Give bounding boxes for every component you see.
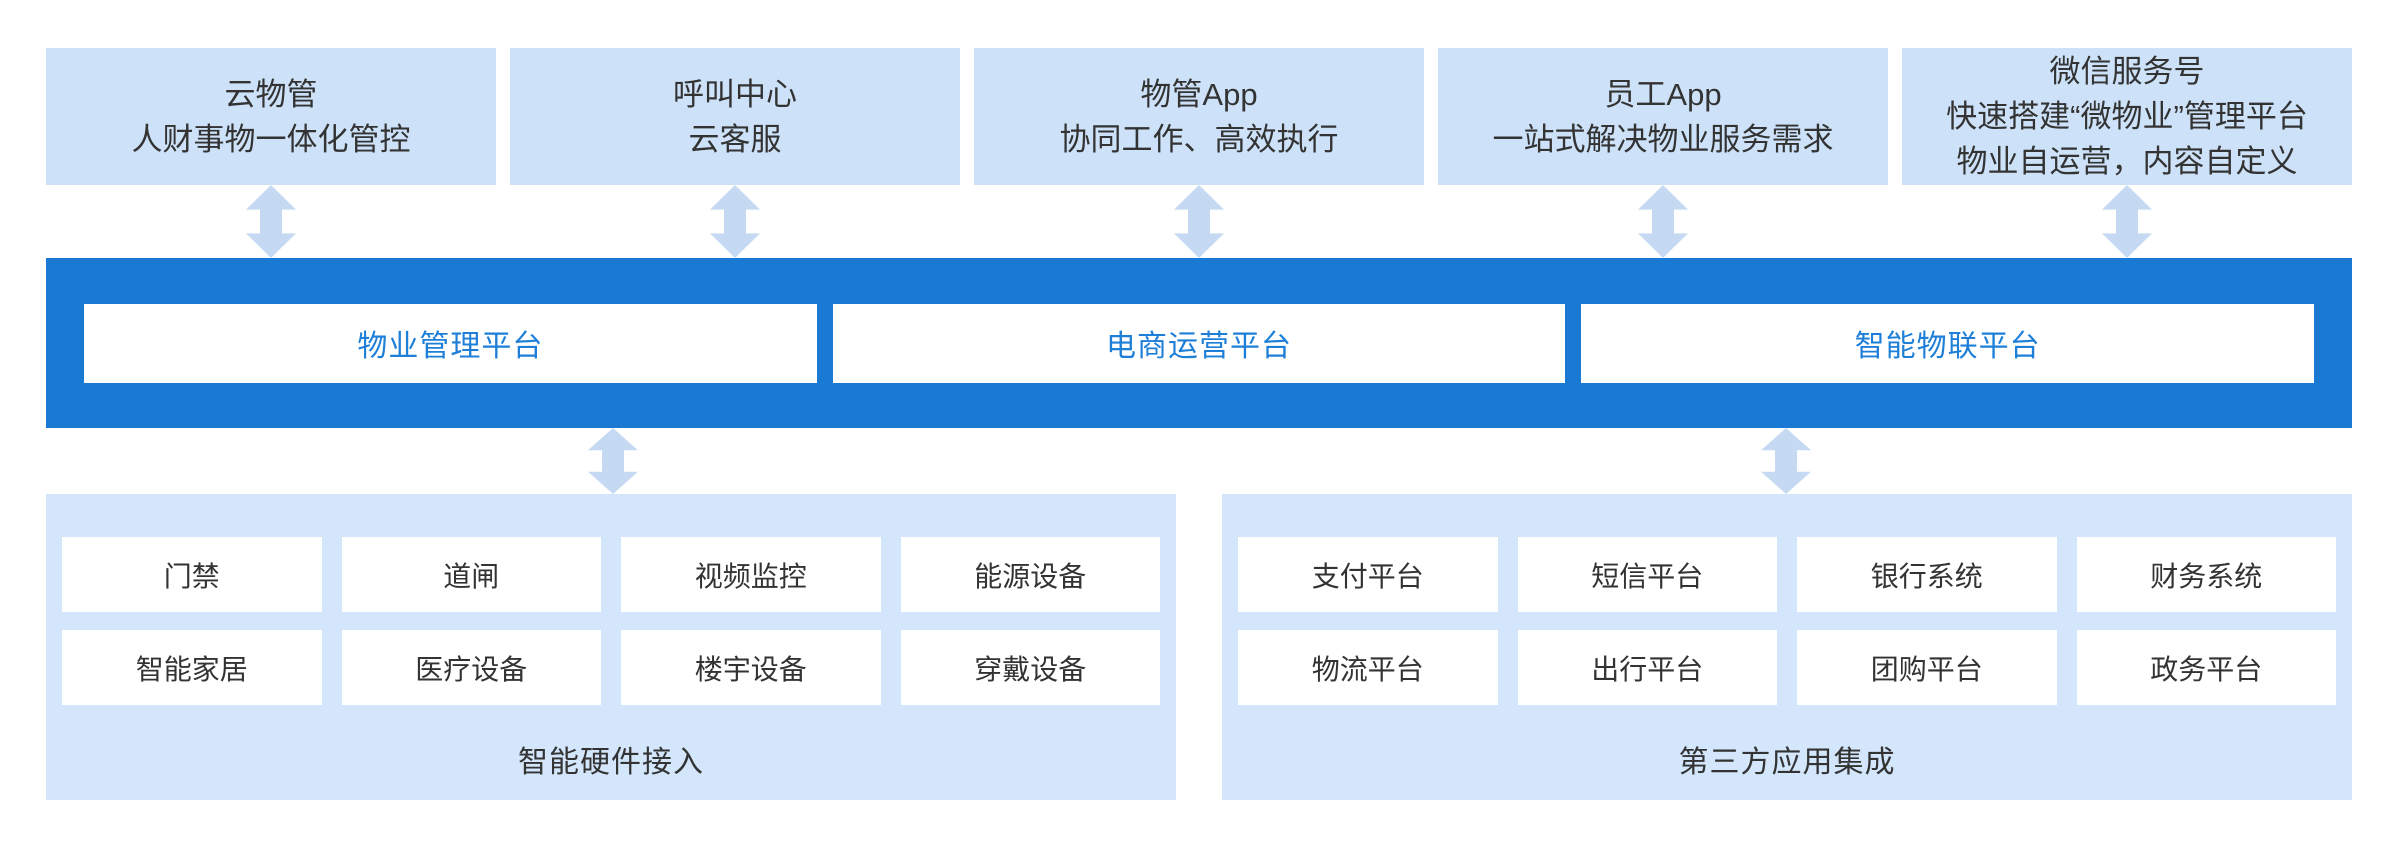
app-box-title: 云物管 bbox=[224, 76, 318, 112]
device-box: 穿戴设备 bbox=[900, 630, 1160, 705]
platform-bar: 物业管理平台 电商运营平台 智能物联平台 bbox=[46, 258, 2352, 428]
double-arrow-icon bbox=[710, 185, 760, 258]
device-box: 政务平台 bbox=[2076, 630, 2336, 705]
section-title: 智能硬件接入 bbox=[518, 746, 704, 779]
device-grid: 支付平台 短信平台 银行系统 财务系统 物流平台 出行平台 团购平台 政务平台 bbox=[1238, 537, 2336, 705]
device-box: 楼宇设备 bbox=[621, 630, 881, 705]
device-box: 出行平台 bbox=[1517, 630, 1777, 705]
app-box-subtitle: 协同工作、高效执行 bbox=[1059, 121, 1339, 157]
app-box-staff-app: 员工App 一站式解决物业服务需求 bbox=[1438, 48, 1888, 185]
double-arrow-icon bbox=[1174, 185, 1224, 258]
app-box-property-app: 物管App 协同工作、高效执行 bbox=[974, 48, 1424, 185]
platform-box-iot: 智能物联平台 bbox=[1581, 303, 2315, 383]
app-box-cloud-property: 云物管 人财事物一体化管控 bbox=[46, 48, 496, 185]
device-box: 短信平台 bbox=[1517, 537, 1777, 612]
double-arrow-icon bbox=[588, 428, 638, 494]
arrow-cell bbox=[974, 185, 1424, 258]
double-arrow-icon bbox=[1638, 185, 1688, 258]
device-box: 支付平台 bbox=[1238, 537, 1498, 612]
section-title: 第三方应用集成 bbox=[1678, 746, 1896, 779]
device-box: 团购平台 bbox=[1797, 630, 2057, 705]
platform-box-ecommerce: 电商运营平台 bbox=[832, 303, 1566, 383]
app-box-call-center: 呼叫中心 云客服 bbox=[510, 48, 960, 185]
app-box-subtitle: 物业自运营，内容自定义 bbox=[1956, 144, 2298, 179]
device-box: 门禁 bbox=[62, 537, 322, 612]
double-arrow-icon bbox=[2102, 185, 2152, 258]
device-box: 银行系统 bbox=[1797, 537, 2057, 612]
app-box-wechat-service: 微信服务号 快速搭建“微物业”管理平台 物业自运营，内容自定义 bbox=[1902, 48, 2352, 185]
top-arrows-row bbox=[46, 185, 2352, 258]
device-box: 能源设备 bbox=[900, 537, 1160, 612]
arrow-cell bbox=[46, 185, 496, 258]
device-box: 物流平台 bbox=[1238, 630, 1498, 705]
device-box: 视频监控 bbox=[621, 537, 881, 612]
platform-label: 电商运营平台 bbox=[1106, 330, 1292, 363]
platform-label: 物业管理平台 bbox=[357, 330, 544, 363]
top-apps-row: 云物管 人财事物一体化管控 呼叫中心 云客服 物管App 协同工作、高效执行 员… bbox=[46, 48, 2352, 185]
arrow-cell bbox=[1438, 185, 1888, 258]
device-box: 道闸 bbox=[341, 537, 601, 612]
section-smart-hardware: 门禁 道闸 视频监控 能源设备 智能家居 医疗设备 楼宇设备 穿戴设备 智能硬件… bbox=[46, 494, 1176, 800]
app-box-title: 物管App bbox=[1140, 76, 1258, 112]
platform-box-property-mgmt: 物业管理平台 bbox=[84, 303, 817, 383]
app-box-title: 微信服务号 bbox=[2049, 54, 2205, 89]
arrow-cell bbox=[510, 185, 960, 258]
app-box-subtitle: 云客服 bbox=[688, 121, 782, 157]
app-box-subtitle: 快速搭建“微物业”管理平台 bbox=[1946, 99, 2308, 134]
arrow-cell bbox=[1902, 185, 2352, 258]
device-box: 财务系统 bbox=[2076, 537, 2336, 612]
app-box-subtitle: 人财事物一体化管控 bbox=[131, 121, 411, 157]
double-arrow-icon bbox=[246, 185, 296, 258]
platform-label: 智能物联平台 bbox=[1854, 330, 2041, 363]
app-box-title: 呼叫中心 bbox=[673, 76, 797, 112]
bottom-sections-row: 门禁 道闸 视频监控 能源设备 智能家居 医疗设备 楼宇设备 穿戴设备 智能硬件… bbox=[46, 494, 2352, 800]
device-box: 智能家居 bbox=[62, 630, 322, 705]
double-arrow-icon bbox=[1761, 428, 1811, 494]
device-grid: 门禁 道闸 视频监控 能源设备 智能家居 医疗设备 楼宇设备 穿戴设备 bbox=[62, 537, 1160, 705]
app-box-title: 员工App bbox=[1604, 76, 1722, 112]
app-box-subtitle: 一站式解决物业服务需求 bbox=[1492, 121, 1834, 157]
section-third-party: 支付平台 短信平台 银行系统 财务系统 物流平台 出行平台 团购平台 政务平台 … bbox=[1222, 494, 2352, 800]
device-box: 医疗设备 bbox=[341, 630, 601, 705]
